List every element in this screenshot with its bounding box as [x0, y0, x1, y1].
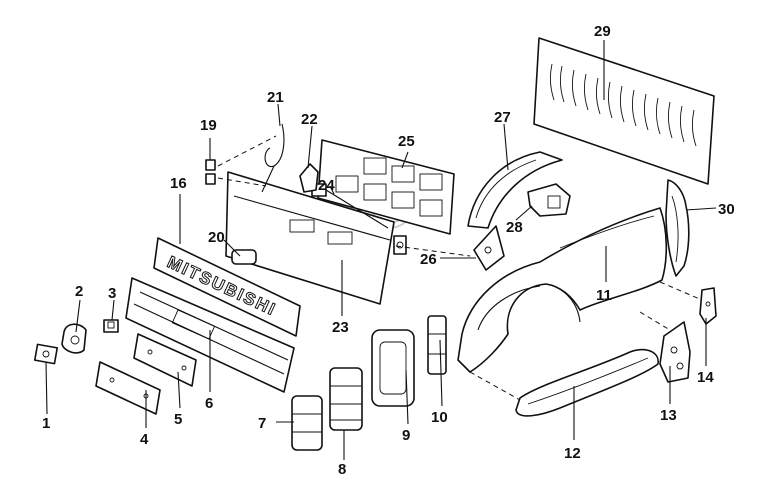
callout-28: 28	[506, 219, 523, 236]
part-21-cable	[261, 123, 285, 193]
callout-14: 14	[697, 369, 714, 386]
callout-30: 30	[718, 201, 735, 218]
callout-24: 24	[318, 177, 335, 194]
part-11-rear-fender	[457, 207, 668, 373]
callout-11: 11	[596, 287, 612, 304]
assembly-lines	[217, 135, 703, 401]
part-19-clip	[205, 159, 216, 185]
part-8-combination-lamp	[329, 367, 363, 431]
part-4-plate	[95, 361, 161, 415]
part-5-plate	[133, 333, 197, 387]
callout-16: 16	[170, 175, 187, 192]
callout-6: 6	[205, 395, 213, 412]
part-14-bracket	[699, 287, 717, 325]
callout-27: 27	[494, 109, 511, 126]
part-9-lamp-housing	[371, 329, 415, 407]
part-13-bracket	[659, 321, 691, 383]
part-22-latch	[299, 163, 319, 193]
part-27-wheel-arch	[467, 151, 563, 229]
part-26-hinge	[393, 235, 407, 255]
part-1-lamp	[33, 343, 59, 365]
callout-10: 10	[431, 409, 448, 426]
callout-1: 1	[42, 415, 50, 432]
part-29-bed-front-panel	[533, 37, 715, 185]
callout-19: 19	[200, 117, 217, 134]
leader-lines	[45, 40, 717, 460]
callout-7: 7	[258, 415, 266, 432]
callout-29: 29	[594, 23, 611, 40]
part-30-corner-panel	[665, 179, 690, 277]
part-23-tailgate	[225, 171, 395, 305]
callout-20: 20	[208, 229, 225, 246]
part-3-clip	[103, 319, 119, 333]
part-26-side-bracket	[473, 225, 505, 271]
part-12-bumper-corner	[515, 348, 659, 417]
callout-12: 12	[564, 445, 581, 462]
callout-3: 3	[108, 285, 116, 302]
part-7-combination-lamp	[291, 395, 323, 451]
callout-8: 8	[338, 461, 346, 478]
callout-22: 22	[301, 111, 318, 128]
part-10-lamp-bracket	[427, 315, 447, 375]
callout-26: 26	[420, 251, 437, 268]
callout-numbers: 1 2 3 4 5 6 7 8 9 10 11 12 13 14 16 19 2…	[42, 23, 735, 478]
callout-5: 5	[174, 411, 182, 428]
callout-13: 13	[660, 407, 677, 424]
part-2-lamp	[61, 323, 87, 354]
callout-23: 23	[332, 319, 349, 336]
callout-4: 4	[140, 431, 149, 448]
callout-25: 25	[398, 133, 415, 150]
part-28-bracket	[527, 183, 571, 217]
callout-2: 2	[75, 283, 83, 300]
callout-9: 9	[402, 427, 410, 444]
callout-21: 21	[267, 89, 284, 106]
